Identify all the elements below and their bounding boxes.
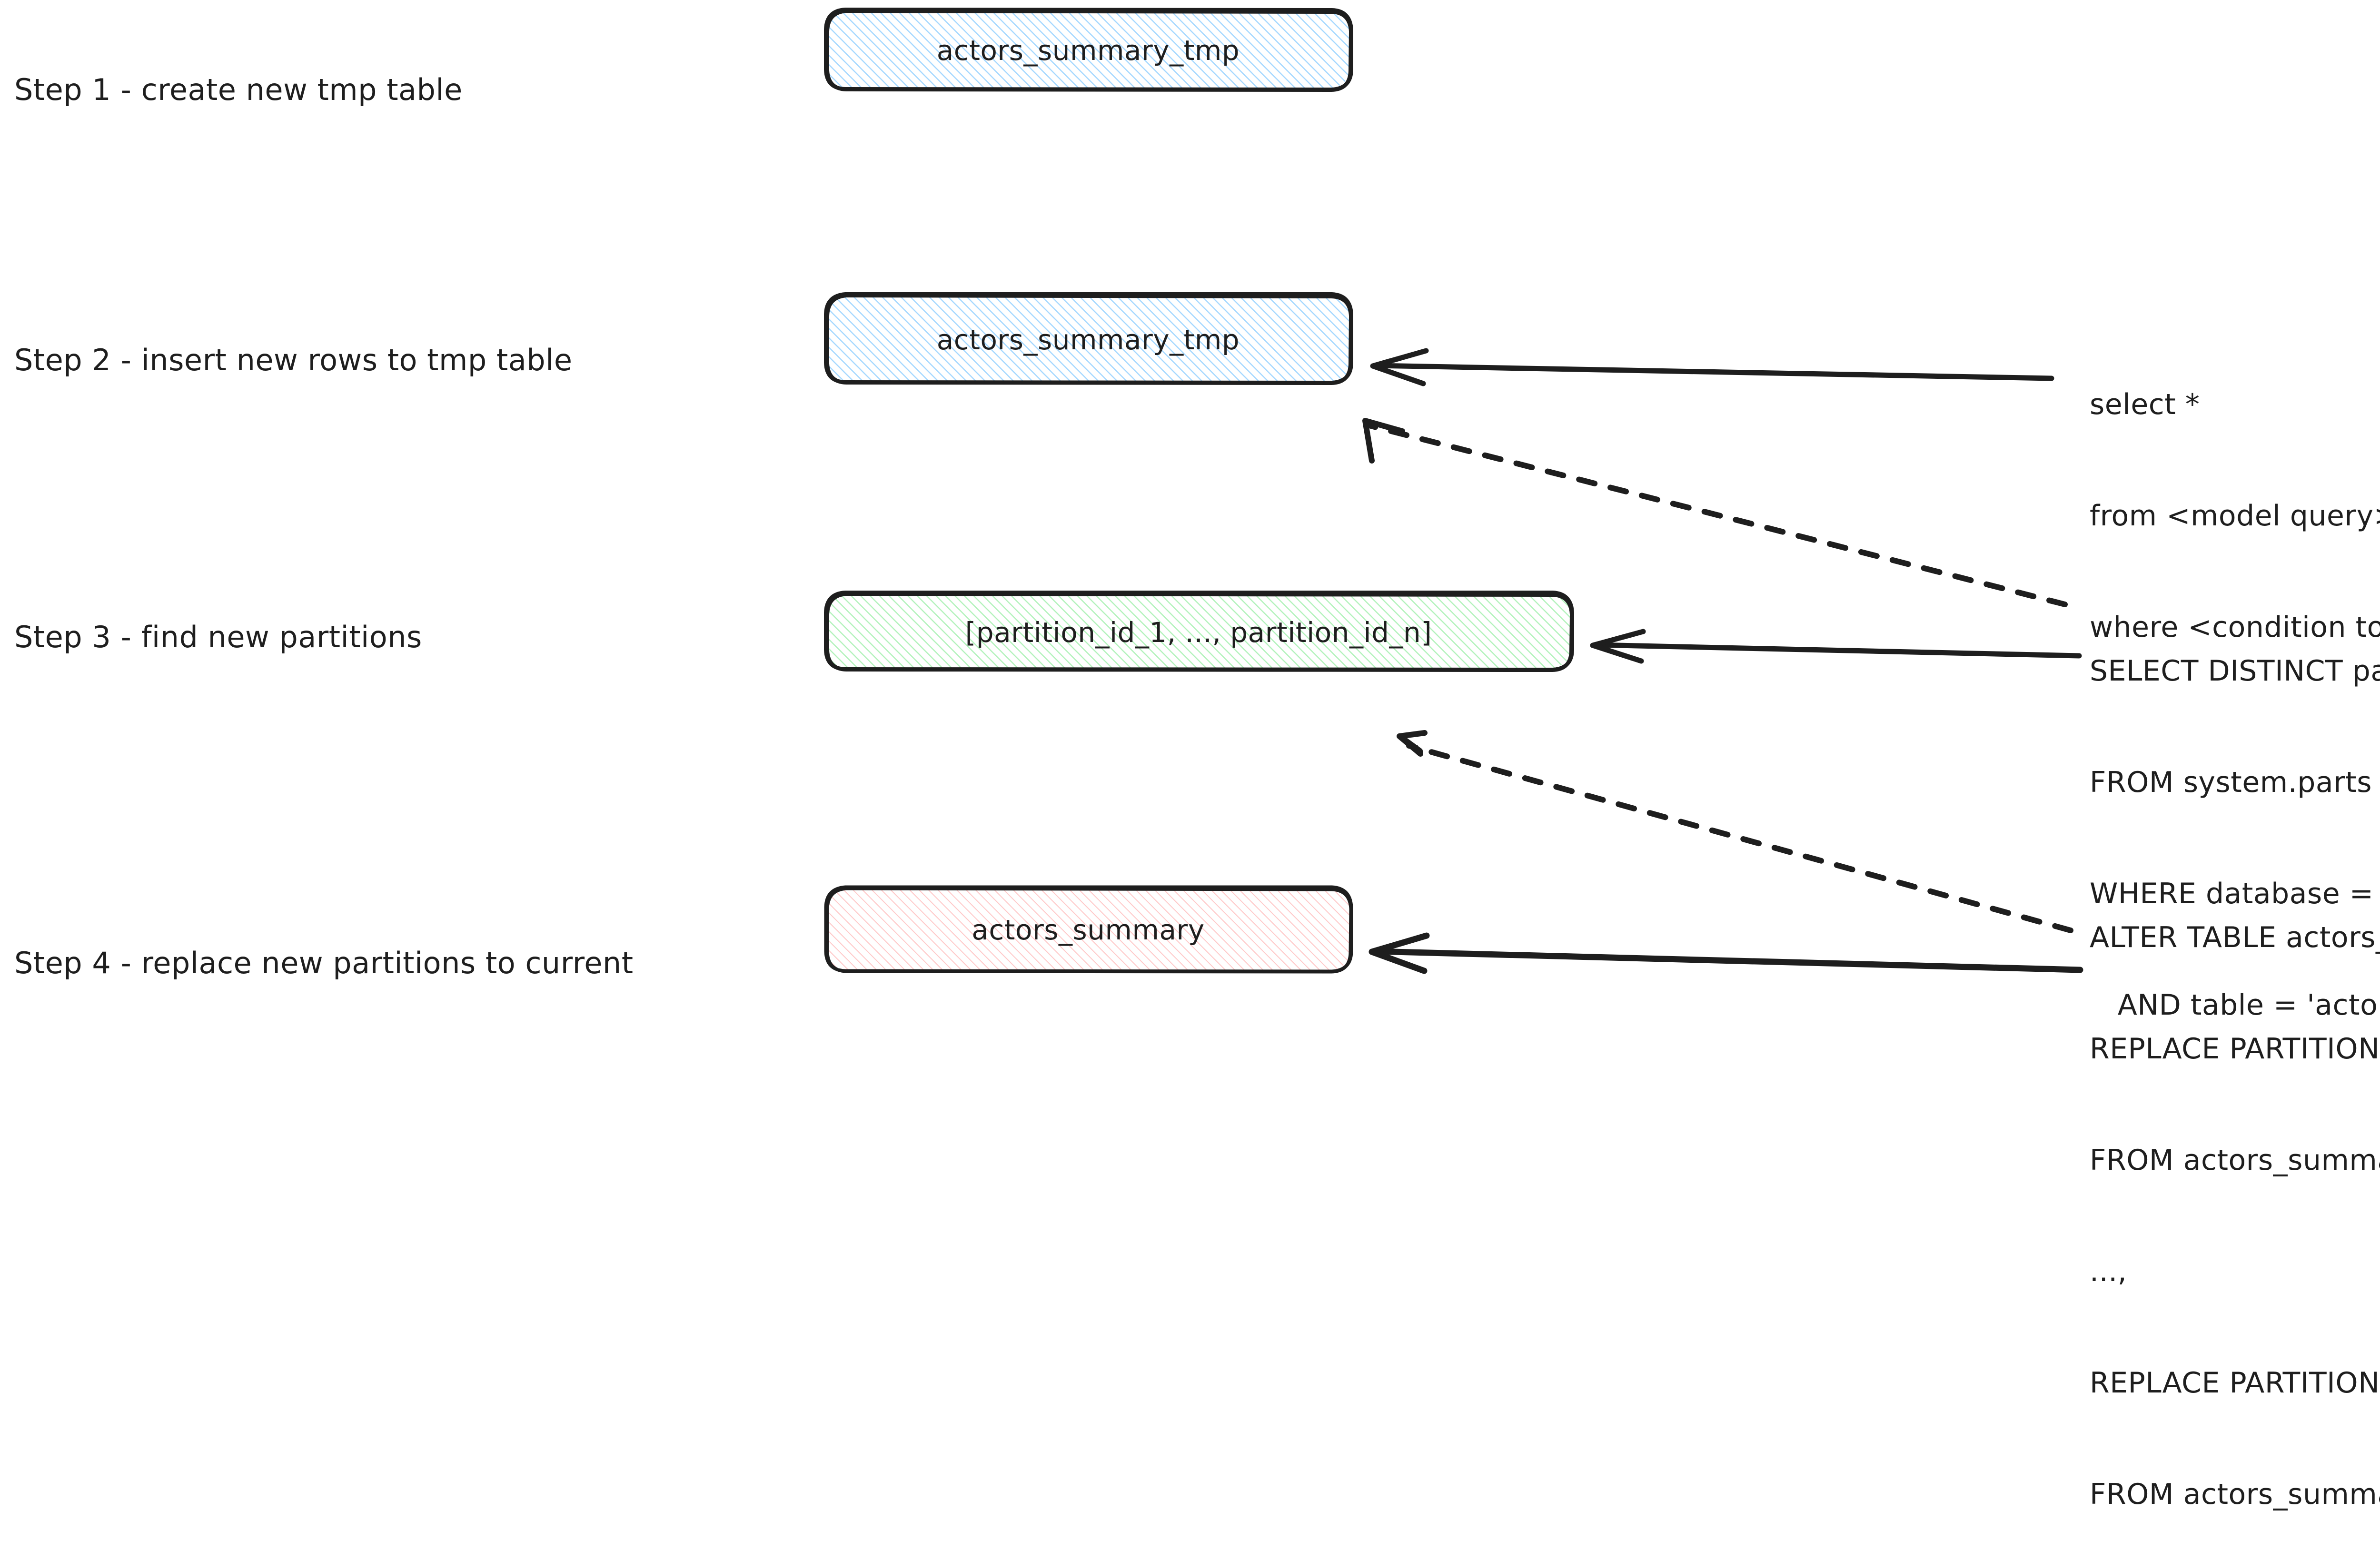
arrowhead [1590, 629, 1646, 664]
sql-step4-line-3: FROM actors_summary_tmp, [2090, 1144, 2380, 1177]
arrow-sql4-to-node3-dashed [1397, 730, 2073, 933]
step-label-3: Step 3 - find new partitions [14, 620, 422, 654]
sql-block-step3: SELECT DISTINCT partition_id FROM system… [2090, 578, 2380, 1061]
arrow-sql4-to-node4 [1368, 932, 2083, 974]
step-label-1: Step 1 - create new tmp table [14, 72, 463, 107]
node-label-actors-summary: actors_summary [972, 914, 1205, 946]
sql-step4-line-1: ALTER TABLE actors_summary [2090, 921, 2380, 954]
sql-step3-line-4: AND table = 'actors_summary_tmp' [2117, 988, 2380, 1022]
node-partition-id-list[interactable] [824, 591, 1574, 672]
sql-step3-line-3: WHERE database = <database> [2090, 877, 2374, 910]
node2-fill [825, 293, 1351, 382]
node2-outline [824, 292, 1353, 385]
node4-fill [825, 886, 1351, 970]
sql-step4-line-4: ..., [2090, 1255, 2127, 1288]
node-label-actors-summary-tmp-1: actors_summary_tmp [936, 34, 1240, 67]
node-actors-summary[interactable] [824, 885, 1353, 974]
sql-step2-line-2: from <model query> [2090, 499, 2380, 533]
sql-step2-line-3: where <condition to identify new> [2090, 611, 2380, 644]
node3-outline [824, 591, 1574, 672]
sql-step3-line-1: SELECT DISTINCT partition_id [2090, 654, 2380, 688]
sql-step4-line-5: REPLACE PARTITION partition_id_n [2090, 1366, 2380, 1400]
node1-outline [824, 7, 1353, 92]
node1-fill [825, 9, 1351, 88]
arrowhead [1370, 348, 1429, 386]
node-label-partition-id-list: [partition_id_1, ..., partition_id_n] [965, 616, 1432, 649]
sql-step2-line-1: select * [2090, 388, 2200, 421]
node-actors-summary-tmp-step1[interactable] [824, 7, 1353, 92]
step-label-4: Step 4 - replace new partitions to curre… [14, 946, 634, 980]
arrow-sql2-to-node2 [1370, 348, 2054, 386]
arrowhead [1368, 932, 1430, 974]
arrow-sql3-to-node2-dashed [1362, 418, 2068, 607]
sql-step4-line-6: FROM actors_summary_tmp, [2090, 1478, 2380, 1511]
sql-step4-line-2: REPLACE PARTITION partition_id_1 [2090, 1032, 2380, 1066]
step-label-2: Step 2 - insert new rows to tmp table [14, 343, 573, 377]
sql-step3-line-2: FROM system.parts [2090, 766, 2372, 799]
arrow-sql3-to-node3 [1590, 629, 2082, 664]
node-actors-summary-tmp-step2[interactable] [824, 292, 1353, 385]
arrowhead [1397, 730, 1428, 757]
sql-block-step4: ALTER TABLE actors_summary REPLACE PARTI… [2090, 845, 2380, 1550]
arrowhead [1362, 418, 1405, 464]
node4-outline [824, 885, 1353, 974]
diagram-canvas [824, 7, 2083, 974]
node3-fill [825, 592, 1572, 668]
node-label-actors-summary-tmp-2: actors_summary_tmp [936, 324, 1240, 356]
sql-block-step2: select * from <model query> where <condi… [2090, 312, 2380, 683]
